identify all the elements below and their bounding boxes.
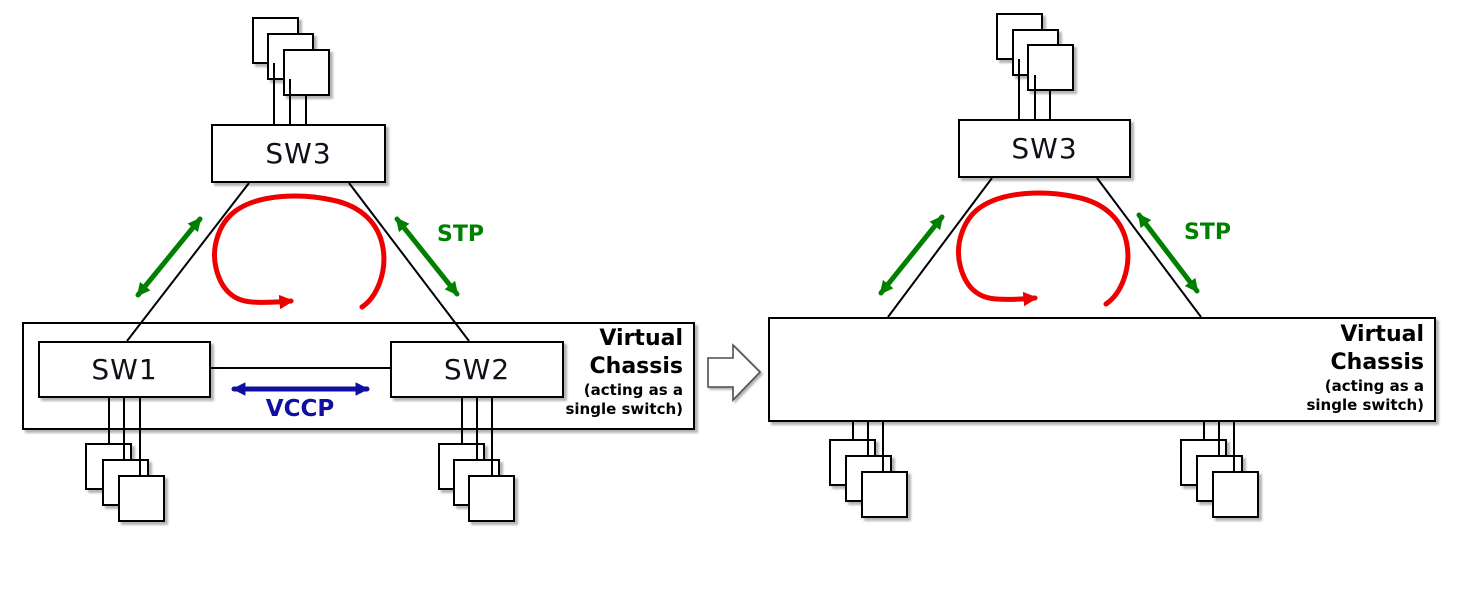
chassis-subtitle-line1: (acting as a [1324, 377, 1424, 395]
left-virtual-chassis-label: Virtual Chassis (acting as a single swit… [453, 325, 683, 419]
chassis-subtitle-line2: single switch) [1306, 396, 1424, 414]
stp-arrow-icon [135, 212, 1200, 298]
host-icon [283, 49, 330, 96]
sw2-label: SW2 [443, 353, 511, 386]
chassis-title-line1: Virtual [599, 326, 683, 351]
sw1-box: SW1 [38, 341, 211, 398]
host-icon [861, 471, 908, 518]
chassis-title-line2: Chassis [1330, 350, 1424, 375]
chassis-subtitle-line2: single switch) [565, 400, 683, 418]
transform-arrow-icon [707, 343, 762, 402]
vccp-label: VCCP [265, 396, 335, 422]
right-virtual-chassis-box [768, 317, 1436, 422]
chassis-subtitle-line1: (acting as a [583, 381, 683, 399]
sw2-box: SW2 [390, 341, 564, 398]
host-icon [468, 475, 515, 522]
left-sw3-box: SW3 [211, 124, 386, 183]
right-sw3-box: SW3 [958, 119, 1131, 178]
right-virtual-chassis-label: Virtual Chassis (acting as a single swit… [1194, 321, 1424, 415]
host-icon [118, 475, 165, 522]
chassis-title-line2: Chassis [589, 354, 683, 379]
sw1-label: SW1 [91, 353, 158, 386]
left-stp-label: STP [437, 222, 484, 247]
right-sw3-label: SW3 [1011, 132, 1078, 165]
right-stp-label: STP [1184, 220, 1231, 245]
host-icon [1212, 471, 1259, 518]
left-sw3-label: SW3 [265, 137, 332, 170]
host-icon [1027, 44, 1074, 91]
loop-arrow-icon [212, 190, 1131, 310]
chassis-title-line1: Virtual [1340, 322, 1424, 347]
